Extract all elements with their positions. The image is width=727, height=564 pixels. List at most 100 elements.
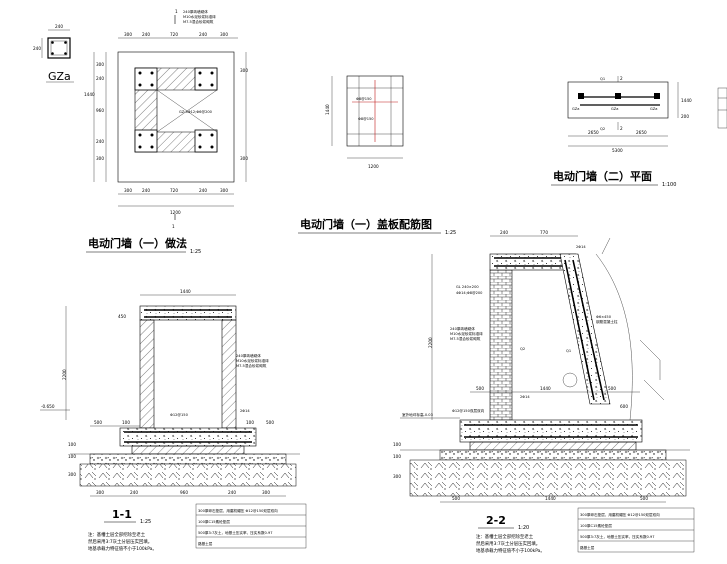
- svg-text:M10水泥砂浆标准砖: M10水泥砂浆标准砖: [236, 358, 269, 363]
- svg-text:240: 240: [130, 490, 138, 495]
- svg-text:100: 100: [68, 454, 76, 459]
- elev1-bottom-dims: 300 240 720 240 300: [124, 188, 228, 193]
- svg-text:960: 960: [180, 490, 188, 495]
- svg-text:300: 300: [96, 490, 104, 495]
- svg-text:GZa: GZa: [572, 107, 579, 111]
- svg-text:1440: 1440: [540, 386, 551, 391]
- gz-label: GZa: [48, 70, 71, 83]
- svg-text:然后采用3:7灰土分层压实回填。: 然后采用3:7灰土分层压实回填。: [476, 540, 540, 547]
- svg-text:300: 300: [124, 188, 132, 193]
- edge-fragment: [717, 87, 727, 129]
- elev1-left-dims: 300 240 960 240 300 1440: [84, 62, 104, 161]
- svg-text:500厚3:7灰土，地基土压实率，压实系数0.97: 500厚3:7灰土，地基土压实率，压实系数0.97: [580, 534, 655, 539]
- sec22-label-gl: GL 240×200: [456, 285, 479, 289]
- svg-text:M10水泥砂浆标准砖: M10水泥砂浆标准砖: [450, 331, 483, 336]
- sec22-q1: Q1: [566, 349, 571, 353]
- plan2-seg-a: 2650: [588, 130, 599, 135]
- svg-text:100厚C15素砼垫层: 100厚C15素砼垫层: [198, 519, 230, 524]
- svg-text:1: 1: [172, 224, 175, 229]
- svg-text:240: 240: [96, 76, 104, 81]
- svg-text:100: 100: [68, 442, 76, 447]
- lid1-rebar-a: Φ8@150: [356, 97, 372, 101]
- sec22-top-b: 770: [540, 230, 548, 235]
- svg-text:240厚砖墙砌体: 240厚砖墙砌体: [450, 326, 475, 331]
- svg-text:注：基槽土层全部挖除至老土: 注：基槽土层全部挖除至老土: [476, 533, 534, 540]
- plan2-label-q2: Q2: [600, 127, 605, 131]
- elev1-columns: [134, 67, 218, 153]
- svg-text:M10水泥砂浆标准砖: M10水泥砂浆标准砖: [183, 14, 216, 19]
- svg-text:300: 300: [220, 32, 228, 37]
- plan2-title: 电动门墙（二）平面: [553, 169, 652, 183]
- svg-text:300: 300: [96, 156, 104, 161]
- elev1-title: 电动门墙（一）做法: [88, 236, 187, 250]
- elev1-left-total: 1440: [84, 92, 95, 97]
- svg-text:M7.5混合砂浆砌筑: M7.5混合砂浆砌筑: [236, 363, 267, 368]
- plan2-label-q1: Q1: [600, 77, 605, 81]
- lid1-width: 1200: [368, 164, 379, 169]
- svg-text:300: 300: [240, 156, 248, 161]
- sec11-rebar-side: Φ12@150: [170, 413, 189, 417]
- svg-text:300: 300: [240, 68, 248, 73]
- svg-text:500: 500: [476, 386, 484, 391]
- svg-text:240: 240: [199, 188, 207, 193]
- sec11-ground-level: -0.650: [41, 404, 55, 409]
- elev1-section-mark: 1: [175, 9, 178, 14]
- svg-text:4Φ14;Φ8@200: 4Φ14;Φ8@200: [456, 291, 483, 295]
- svg-text:M7.5混合砂浆砌筑: M7.5混合砂浆砌筑: [450, 336, 481, 341]
- svg-text:Φ6×450: Φ6×450: [596, 315, 612, 319]
- svg-text:100: 100: [246, 420, 254, 425]
- svg-text:100: 100: [393, 442, 401, 447]
- gz-dim-h: 240: [33, 46, 41, 51]
- sec22-col-label: Q2: [520, 347, 525, 351]
- svg-text:300厚碎石垫层，用磨机碾压 Φ12@150双层双向: 300厚碎石垫层，用磨机碾压 Φ12@150双层双向: [198, 508, 278, 513]
- lid1-drawing: Φ8@150 Φ8@150 1440 1200 电动门墙（一）盖板配筋图 1:2…: [298, 75, 456, 236]
- plan2-right-a: 1440: [681, 98, 692, 103]
- sec22-right-dim: 600: [620, 404, 628, 409]
- plan2-total: 5300: [612, 148, 623, 153]
- sec22-left-dims: 100 100 300: [393, 442, 401, 479]
- sec22-notes: 注：基槽土层全部挖除至老土 然后采用3:7灰土分层压实回填。 地基承载力特征值不…: [476, 533, 545, 554]
- svg-text:300: 300: [68, 472, 76, 477]
- sec11-notes: 注：基槽土层全部挖除至老土 然后采用3:7灰土分层压实回填。 地基承载力特征值不…: [88, 531, 157, 552]
- elev1-note-top: 240厚砖墙砌体 M10水泥砂浆标准砖 M7.5混合砂浆砌筑: [183, 9, 216, 24]
- svg-text:500: 500: [640, 496, 648, 501]
- elev1-top-dims: 300 240 720 240 300: [124, 32, 228, 37]
- svg-text:300: 300: [393, 474, 401, 479]
- svg-text:300: 300: [220, 188, 228, 193]
- svg-text:960: 960: [96, 108, 104, 113]
- plan2-drawing: Q1 Q2 GZa GZa GZa 2 2 2650 2650 5300 144…: [551, 76, 692, 188]
- gz-dim-w: 240: [55, 24, 63, 29]
- svg-text:720: 720: [170, 188, 178, 193]
- svg-text:钢筋混凝土柱: 钢筋混凝土柱: [596, 319, 618, 324]
- svg-text:500: 500: [608, 386, 616, 391]
- sec22-level: 室外地坪标高-0.03: [402, 412, 433, 417]
- plan2-scale: 1:100: [662, 182, 676, 188]
- sec11-scale: 1:25: [140, 519, 151, 525]
- svg-text:300: 300: [124, 32, 132, 37]
- svg-text:300: 300: [262, 490, 270, 495]
- sec22-height: 2200: [428, 337, 433, 348]
- lid1-rebar-b: Φ8@150: [358, 117, 374, 121]
- svg-text:GZa: GZa: [650, 107, 657, 111]
- svg-text:720: 720: [170, 32, 178, 37]
- svg-text:100: 100: [393, 454, 401, 459]
- svg-text:240: 240: [142, 188, 150, 193]
- elev1-drawing: 300 240 720 240 300 1 240厚砖墙砌体 M10水泥砂浆标准…: [84, 9, 248, 255]
- svg-text:500: 500: [266, 420, 274, 425]
- sec11-rebar-note: 240厚砖墙砌体 M10水泥砂浆标准砖 M7.5混合砂浆砌筑: [236, 353, 269, 368]
- svg-text:注：基槽土层全部挖除至老土: 注：基槽土层全部挖除至老土: [88, 531, 146, 538]
- sec11-rebar-side2: 2Φ14: [240, 409, 250, 413]
- svg-text:300: 300: [96, 62, 104, 67]
- svg-text:240: 240: [96, 139, 104, 144]
- svg-text:300厚碎石垫层，用磨机碾压 Φ12@150双层双向: 300厚碎石垫层，用磨机碾压 Φ12@150双层双向: [580, 512, 660, 517]
- sec11-legend: 300厚碎石垫层，用磨机碾压 Φ12@150双层双向 100厚C15素砼垫层 5…: [195, 503, 307, 549]
- svg-text:500: 500: [94, 420, 102, 425]
- sec11-title: 1-1: [112, 508, 132, 521]
- plan2-seg-b: 2650: [636, 130, 647, 135]
- sec22-scale: 1:20: [518, 525, 529, 531]
- svg-text:240: 240: [142, 32, 150, 37]
- plan2-section-top: 2: [620, 76, 623, 81]
- svg-text:地基承载力特征值不小于100kPa。: 地基承载力特征值不小于100kPa。: [476, 547, 545, 554]
- gz-column-detail: 240 240 GZa: [33, 24, 74, 83]
